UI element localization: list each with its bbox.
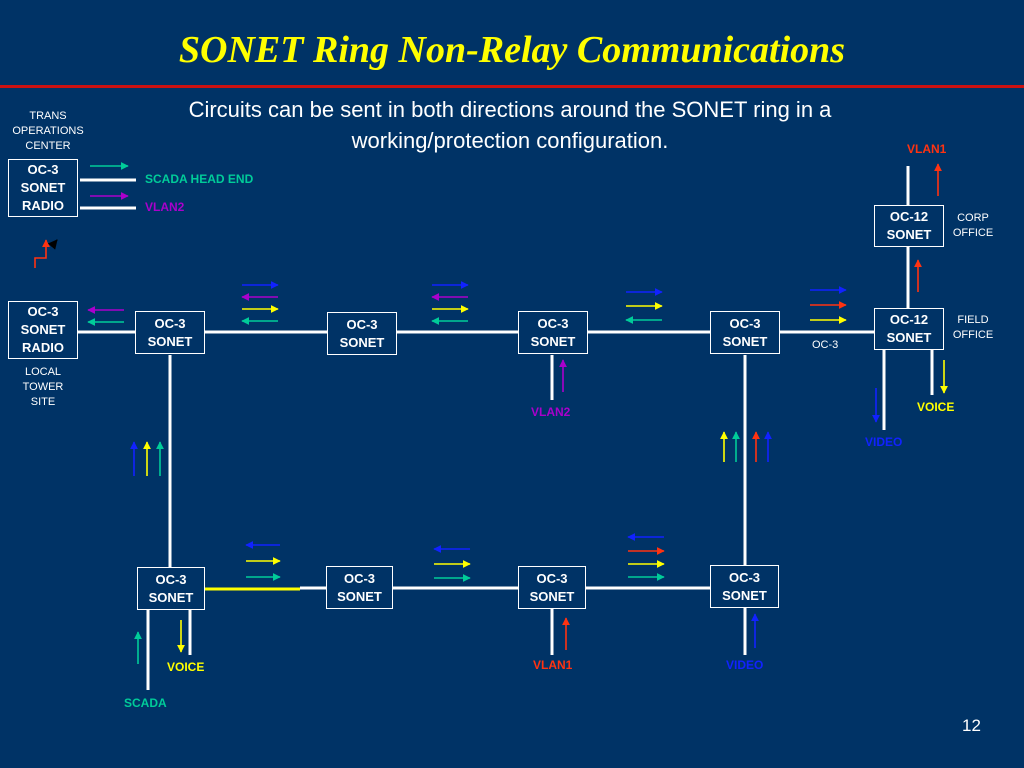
ring-wires [76,166,934,690]
ring-node-top-2: OC-3 SONET [327,312,397,355]
node-line: OC-3 [27,304,59,319]
label-line: CENTER [25,140,71,152]
ring-node-top-3: OC-3 SONET [518,311,588,354]
vlan1-b3-label: VLAN1 [533,658,573,672]
node-line: SONET [337,588,382,604]
return-path-line [34,239,50,268]
ring-node-top-4: OC-3 SONET [710,311,780,354]
return-path-symbol [34,239,58,268]
vlan1-top-label: VLAN1 [907,142,947,156]
page-title: SONET Ring Non-Relay Communications [178,29,846,71]
node-line: OC-3 [155,571,187,587]
node-line: OC-3 [729,315,761,331]
label-line: CORP [957,212,989,224]
node-line: SONET [722,587,767,603]
node-line: OC-3 [154,315,186,331]
label-line: OFFICE [952,227,994,239]
ring-node-bottom-4: OC-3 SONET [710,565,779,608]
node-line: OC-3 [343,570,376,586]
scada-b1-label: SCADA [124,696,167,710]
label-line: OPERATIONS [12,125,84,137]
corp-oc12-node: OC-12 SONET [874,205,944,247]
oc3-link-label: OC-3 [812,339,839,351]
node-line: SONET [20,322,66,337]
node-line: SONET [722,333,768,349]
ring-node-bottom-1: OC-3 SONET [137,567,205,610]
node-line: SONET [886,330,932,345]
field-oc12-node: OC-12 SONET [874,308,944,350]
toc-radio-node: OC-3 SONET RADIO [8,159,78,217]
node-line: OC-12 [889,312,929,327]
label-line: TOWER [22,381,64,393]
label-line: SITE [30,396,56,408]
ring-node-bottom-2: OC-3 SONET [326,566,393,609]
label-line: FIELD [957,314,989,326]
node-line: RADIO [22,198,64,213]
vlan2-r3-label: VLAN2 [531,405,571,419]
label-line: LOCAL [24,366,62,378]
trans-ops-label: TRANS OPERATIONS CENTER [0,109,96,154]
node-line: OC-3 [728,569,761,585]
voice-b1-label: VOICE [167,660,205,674]
flow-arrows [87,162,948,664]
video-b4-label: VIDEO [726,658,764,672]
page-number: 12 [962,716,981,735]
local-tower-label: LOCAL TOWER SITE [5,365,81,410]
node-line: SONET [339,334,385,350]
subtitle: Circuits can be sent in both directions … [188,97,832,153]
node-line: SONET [886,227,932,242]
tower-radio-node: OC-3 SONET RADIO [8,301,78,359]
node-line: SONET [20,180,66,195]
ring-node-bottom-3: OC-3 SONET [518,566,586,609]
field-office-label: FIELD OFFICE [946,313,1000,343]
node-line: OC-3 [346,316,378,332]
node-line: OC-3 [27,162,59,177]
node-line: OC-12 [889,209,929,224]
node-line: SONET [529,588,575,604]
return-path-tip [47,239,58,250]
scada-head-end-label: SCADA HEAD END [145,172,254,186]
node-line: SONET [147,333,193,349]
node-line: SONET [530,333,576,349]
node-line: OC-3 [537,315,569,331]
corp-office-label: CORP OFFICE [946,211,1000,241]
video-field-label: VIDEO [865,435,903,449]
node-line: RADIO [22,340,64,355]
title-rule [0,85,1024,88]
vlan2-toc-label: VLAN2 [145,200,185,214]
label-line: OFFICE [952,329,994,341]
voice-field-label: VOICE [917,400,955,414]
label-line: TRANS [29,110,67,122]
ring-node-top-1: OC-3 SONET [135,311,205,354]
node-line: OC-3 [536,570,568,586]
node-line: SONET [148,589,194,605]
